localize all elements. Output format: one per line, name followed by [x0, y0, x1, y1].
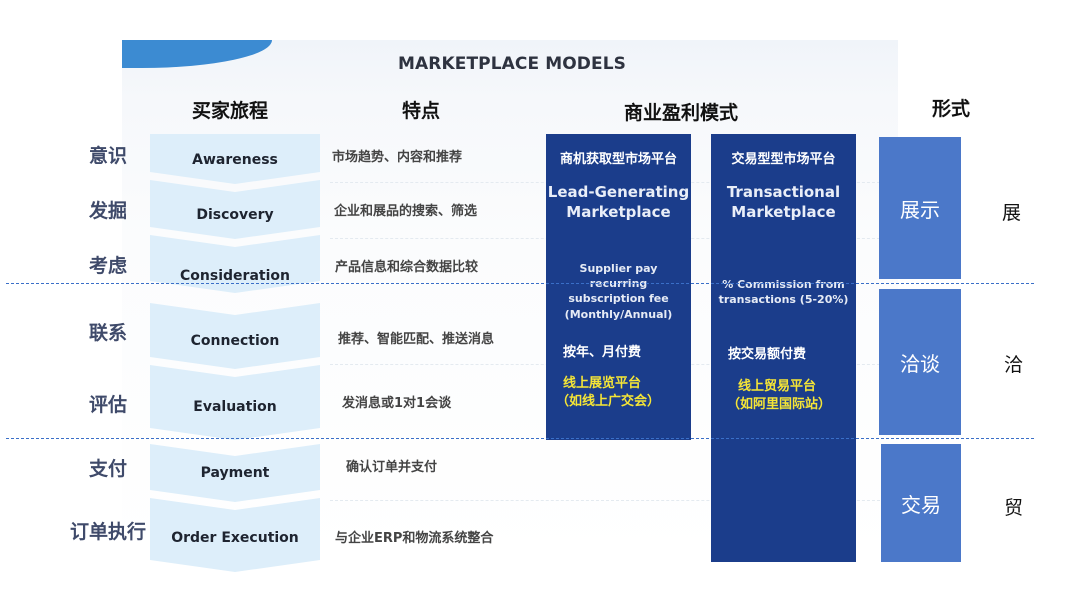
form-side-label-trade: 贸: [1004, 497, 1024, 519]
form-box-negotiation: 洽谈: [879, 289, 961, 435]
row-separator: [330, 500, 890, 501]
journey-label-evaluation: Evaluation: [193, 399, 277, 415]
stage-cn-connection: 联系: [88, 322, 127, 344]
lead-model-pay-type: 按年、月付费: [563, 345, 642, 360]
transactional-model-panel: [711, 134, 856, 562]
journey-chevron-awareness: [150, 134, 320, 184]
transactional-model-title-en-1: Transactional: [726, 183, 841, 201]
transactional-model-example-2: （如阿里国际站）: [727, 397, 832, 412]
feature-consideration: 产品信息和综合数据比较: [335, 260, 479, 275]
lead-model-fee-3: subscription fee: [568, 292, 669, 305]
form-side-label-negotiation: 洽: [1004, 354, 1024, 376]
journey-label-connection: Connection: [190, 333, 280, 349]
header-features: 特点: [402, 100, 441, 122]
journey-label-discovery: Discovery: [196, 207, 274, 223]
journey-chevron-order-execution: [150, 498, 320, 572]
transactional-model-fee-1: % Commission from: [722, 278, 845, 291]
header-form: 形式: [932, 98, 971, 120]
lead-model-title-cn: 商机获取型市场平台: [559, 152, 677, 167]
journey-label-payment: Payment: [200, 465, 270, 481]
stage-cn-evaluation: 评估: [88, 394, 127, 416]
stage-cn-discovery: 发掘: [88, 200, 127, 222]
lead-model-fee-1: Supplier pay: [579, 262, 658, 275]
feature-awareness: 市场趋势、内容和推荐: [332, 150, 463, 165]
feature-payment: 确认订单并支付: [346, 460, 438, 475]
lead-model-fee-4: (Monthly/Annual): [564, 308, 673, 321]
transactional-model-title-en-2: Marketplace: [731, 203, 836, 221]
stage-cn-payment: 支付: [88, 458, 127, 480]
lead-model-title-en-1: Lead-Generating: [547, 183, 690, 201]
slide-title: MARKETPLACE MODELS: [398, 54, 626, 74]
journey-chevron-evaluation: [150, 365, 320, 440]
form-side-label-display: 展: [1002, 202, 1022, 224]
feature-order-execution: 与企业ERP和物流系统整合: [335, 531, 494, 546]
stage-cn-awareness: 意识: [88, 145, 127, 167]
transactional-model-pay-type: 按交易额付费: [728, 347, 807, 362]
stage-cn-consideration: 考虑: [88, 255, 127, 277]
transactional-model-fee-2: transactions (5-20%): [718, 293, 849, 306]
lead-model-example-1: 线上展览平台: [563, 376, 642, 391]
form-box-transaction: 交易: [881, 444, 961, 562]
journey-label-consideration: Consideration: [180, 268, 290, 284]
feature-discovery: 企业和展品的搜索、筛选: [334, 204, 478, 219]
header-business-models: 商业盈利模式: [624, 102, 739, 124]
feature-evaluation: 发消息或1对1会谈: [342, 396, 452, 411]
stage-cn-order-execution: 订单执行: [69, 521, 146, 543]
feature-connection: 推荐、智能匹配、推送消息: [338, 332, 495, 347]
lead-model-example-2: （如线上广交会）: [556, 394, 661, 409]
journey-label-awareness: Awareness: [192, 152, 278, 168]
journey-label-order-execution: Order Execution: [171, 530, 299, 546]
form-box-display: 展示: [879, 137, 961, 279]
header-buyer-journey: 买家旅程: [192, 100, 269, 122]
lead-model-title-en-2: Marketplace: [566, 203, 671, 221]
lead-generating-model-panel: [546, 134, 691, 440]
phase-divider: [6, 438, 1034, 439]
transactional-model-example-1: 线上贸易平台: [738, 379, 817, 394]
phase-divider: [6, 283, 1034, 284]
transactional-model-title-cn: 交易型型市场平台: [731, 152, 836, 167]
